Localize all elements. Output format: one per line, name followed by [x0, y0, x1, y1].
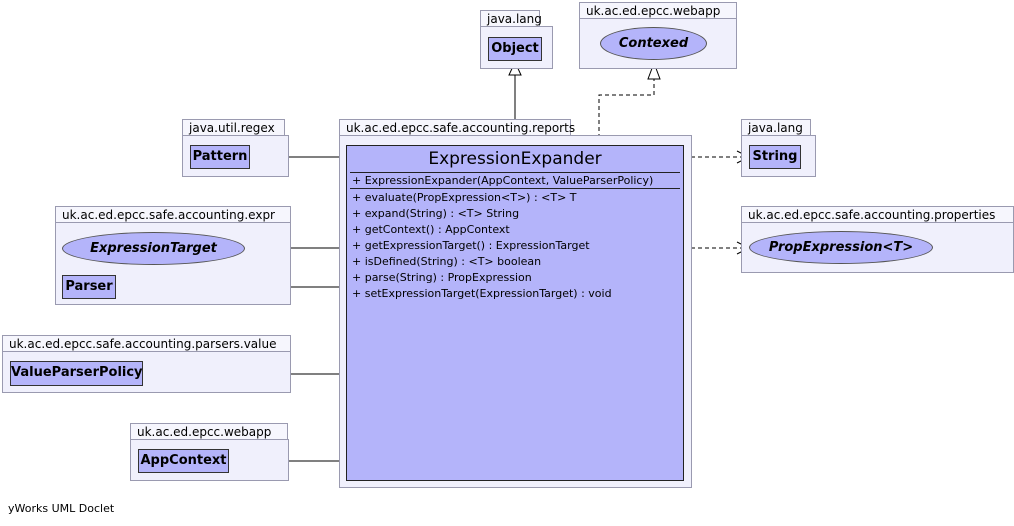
class-expression-expander[interactable]: ExpressionExpander + ExpressionExpander(…: [346, 145, 684, 481]
package-tab-java-lang-right: java.lang: [741, 119, 811, 138]
constructor-row: + ExpressionExpander(AppContext, ValuePa…: [352, 174, 654, 187]
class-value-parser-policy[interactable]: ValueParserPolicy: [10, 361, 143, 386]
package-tab-properties: uk.ac.ed.epcc.safe.accounting.properties: [741, 206, 1014, 225]
method-row: + setExpressionTarget(ExpressionTarget) …: [352, 287, 612, 300]
class-pattern[interactable]: Pattern: [190, 145, 250, 169]
package-tab-webapp-bottom: uk.ac.ed.epcc.webapp: [130, 423, 288, 442]
separator-constructors: [350, 188, 680, 189]
class-parser[interactable]: Parser: [62, 275, 116, 299]
class-app-context[interactable]: AppContext: [138, 449, 229, 473]
method-row: + getContext() : AppContext: [352, 223, 510, 236]
realization-arrow-contexed: [647, 61, 661, 80]
separator-name: [350, 172, 680, 173]
class-object[interactable]: Object: [488, 37, 542, 61]
class-name: ExpressionExpander: [428, 149, 602, 169]
class-string[interactable]: String: [749, 145, 801, 169]
method-row: + evaluate(PropExpression<T>) : <T> T: [352, 191, 577, 204]
method-row: + getExpressionTarget() : ExpressionTarg…: [352, 239, 590, 252]
package-tab-expr: uk.ac.ed.epcc.safe.accounting.expr: [55, 206, 291, 225]
method-row: + parse(String) : PropExpression: [352, 271, 532, 284]
package-tab-util-regex: java.util.regex: [182, 119, 285, 138]
package-tab-webapp-top: uk.ac.ed.epcc.webapp: [579, 2, 737, 21]
method-row: + isDefined(String) : <T> boolean: [352, 255, 542, 268]
realization-line-contexed: [598, 79, 655, 145]
footer-credit: yWorks UML Doclet: [8, 502, 115, 515]
interface-expression-target[interactable]: ExpressionTarget: [62, 232, 245, 265]
interface-prop-expression[interactable]: PropExpression<T>: [749, 231, 933, 264]
package-tab-reports: uk.ac.ed.epcc.safe.accounting.reports: [339, 119, 575, 138]
package-tab-parsers-value: uk.ac.ed.epcc.safe.accounting.parsers.va…: [2, 335, 291, 354]
method-row: + expand(String) : <T> String: [352, 207, 520, 220]
interface-contexed[interactable]: Contexed: [600, 27, 707, 60]
